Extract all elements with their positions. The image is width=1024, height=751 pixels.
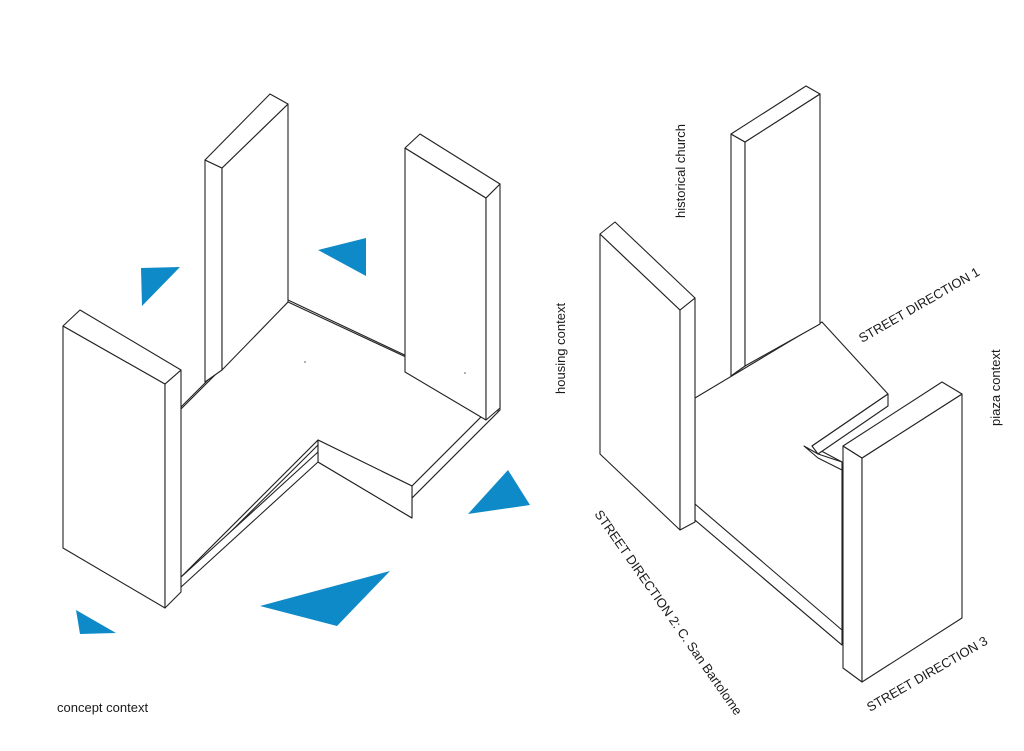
site-wall-piaza-front — [842, 445, 863, 683]
label-street-direction-1: STREET DIRECTION 1 — [856, 264, 982, 345]
site-wall-piaza-top — [842, 381, 963, 459]
label-historical-church: historical church — [673, 124, 688, 218]
concept-wall-back-right-top — [404, 133, 501, 199]
concept-model — [62, 93, 501, 609]
site-wall-housing-side — [679, 297, 696, 531]
concept-shards — [76, 238, 530, 634]
site-model — [599, 85, 963, 683]
blue-shard — [468, 470, 530, 514]
concept-wall-back-left-front — [204, 159, 223, 383]
label-housing-context: housing context — [553, 303, 568, 394]
concept-wall-back-left-top — [204, 93, 289, 169]
concept-wall-front-left-side — [164, 369, 182, 609]
blue-shard — [318, 238, 366, 276]
blue-shard — [76, 610, 116, 634]
site-floor-notch — [803, 445, 843, 471]
concept-wall-front-left-top — [62, 309, 182, 385]
concept-speck — [464, 372, 466, 374]
site-wall-church-front — [730, 133, 746, 377]
blue-shard — [141, 267, 180, 306]
site-floor-edge-a — [811, 393, 889, 455]
site-wall-housing-top — [599, 221, 696, 311]
concept-speck — [304, 361, 306, 363]
concept-wall-back-right-side — [485, 183, 501, 421]
label-piaza-context: piaza context — [988, 349, 1003, 426]
site-wall-church-top — [730, 85, 821, 143]
label-concept-context: concept context — [57, 700, 148, 715]
blue-shard — [260, 571, 390, 626]
